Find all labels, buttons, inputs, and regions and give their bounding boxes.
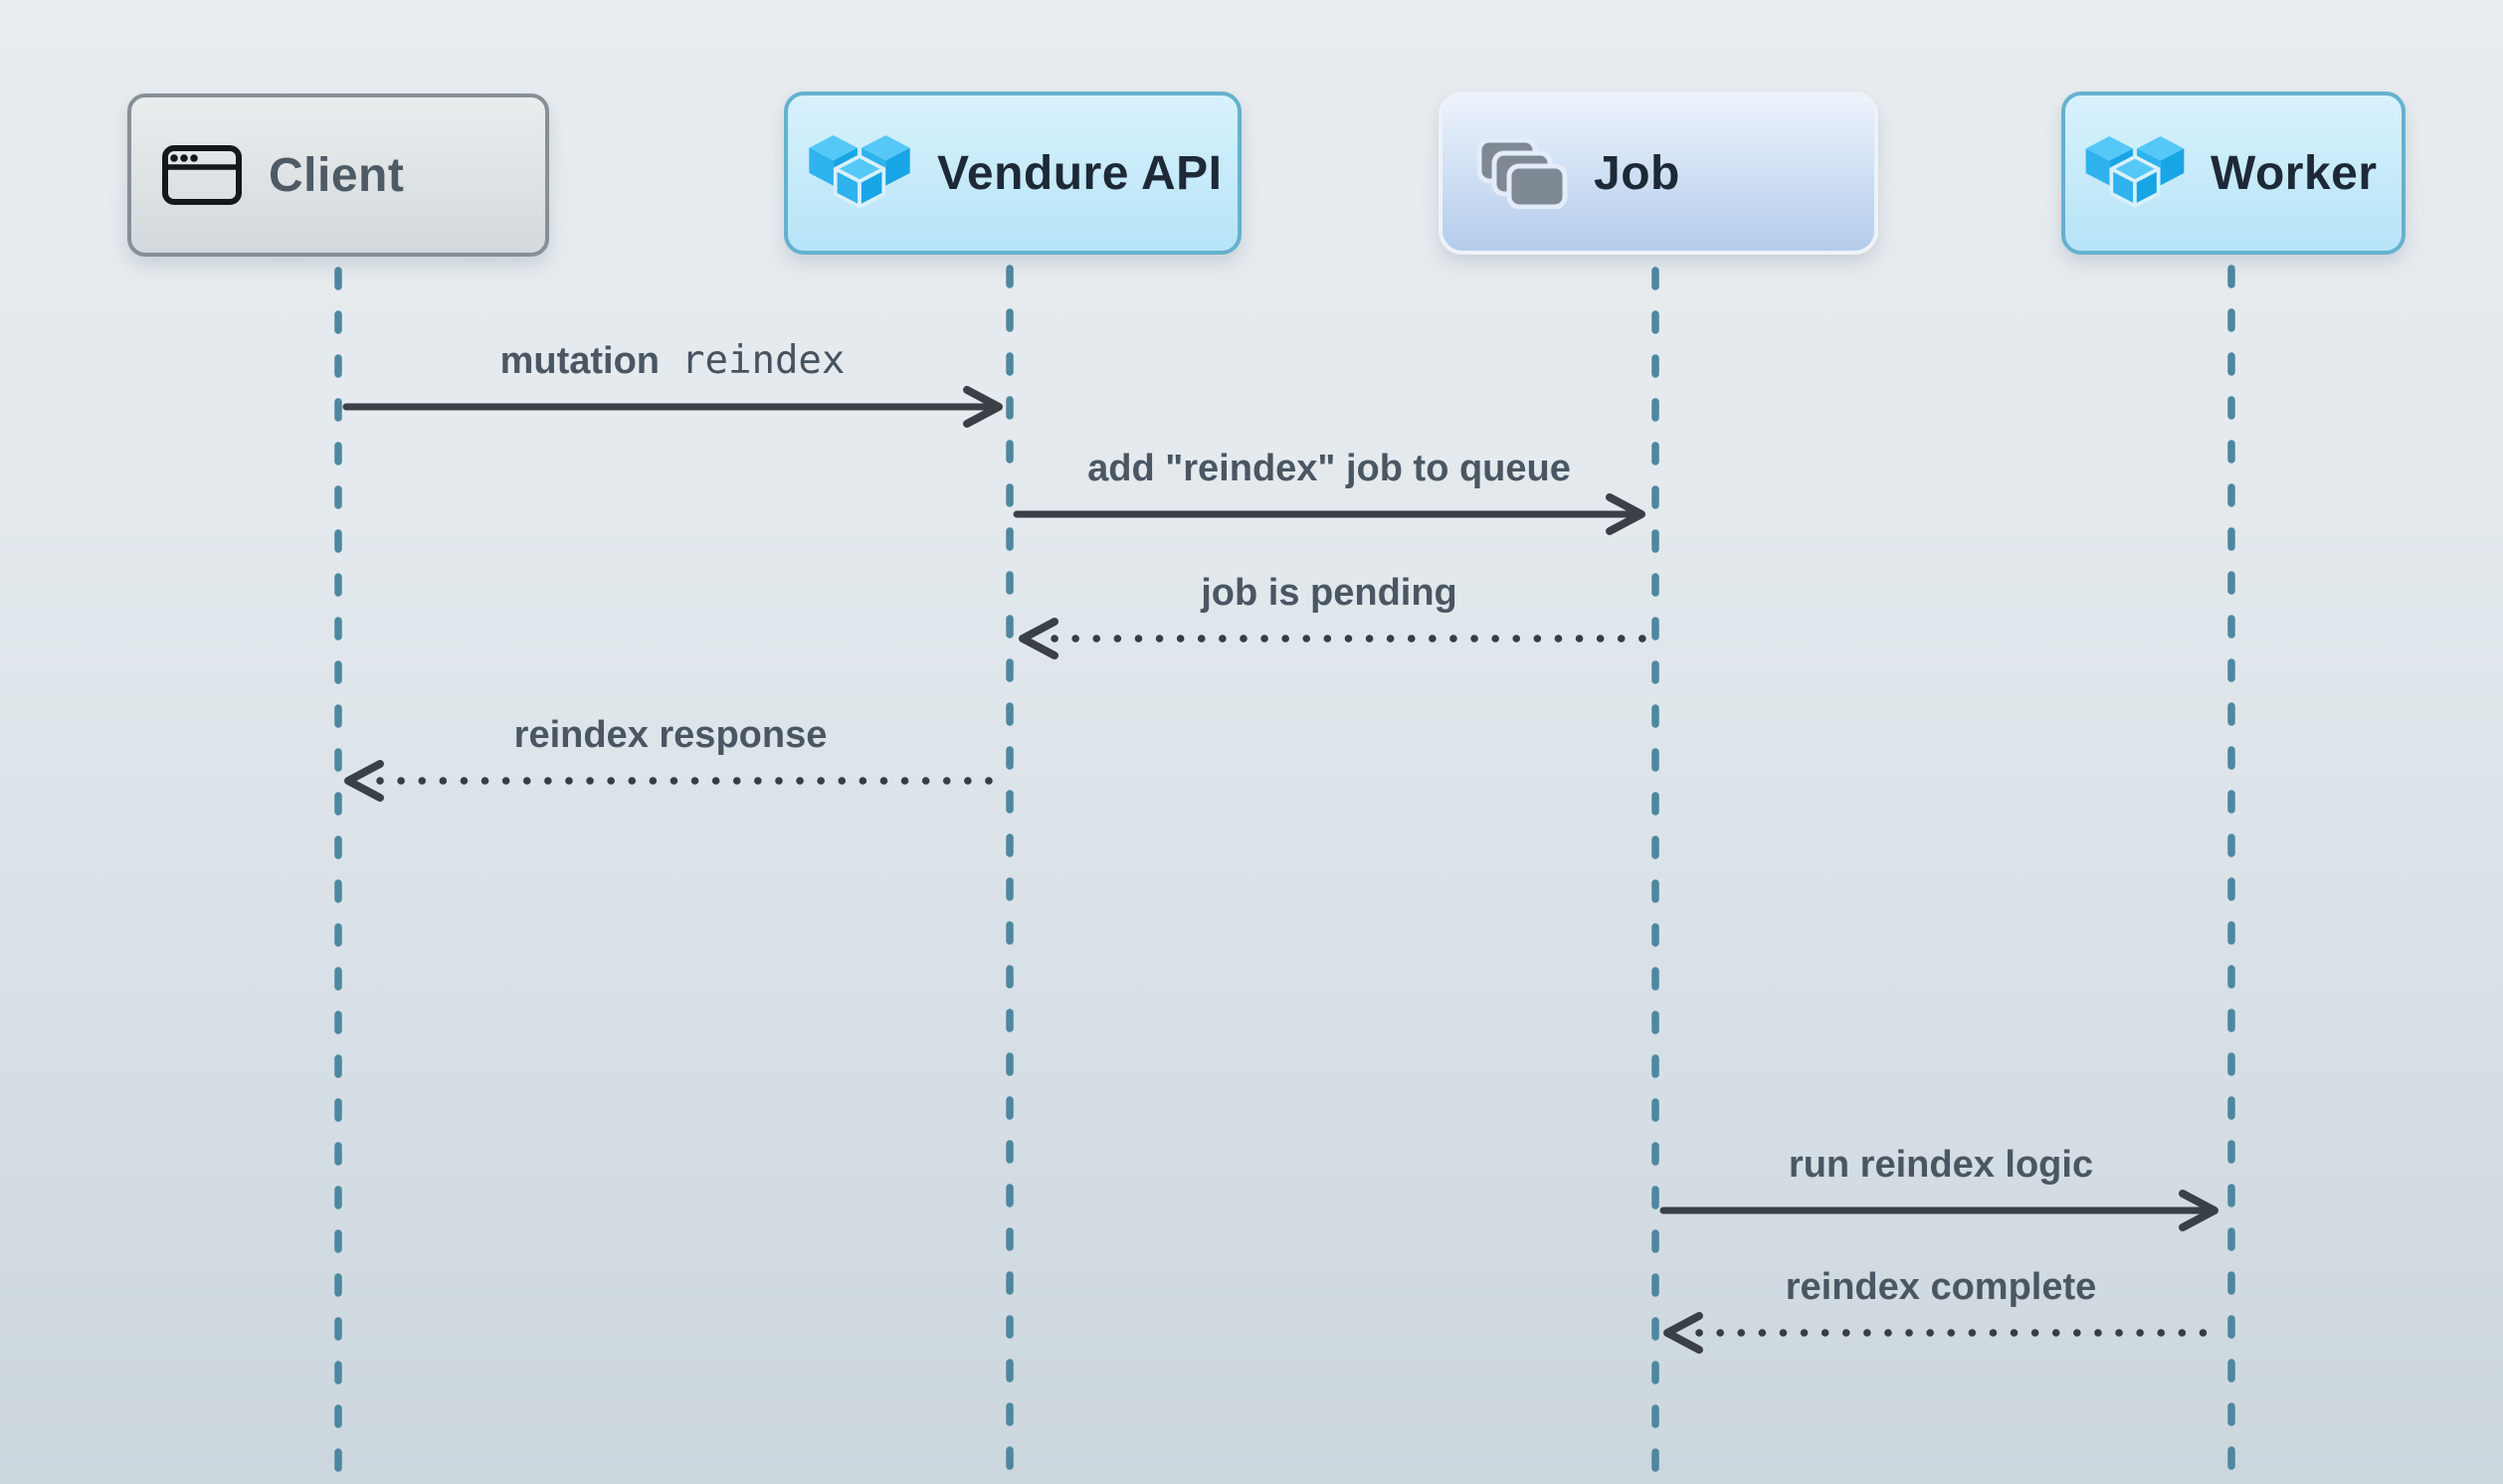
message-3-text: job is pending (1201, 572, 1457, 614)
actor-job-label: Job (1594, 146, 1680, 200)
vendure-logo-icon (809, 135, 910, 209)
actor-worker-label: Worker (2211, 146, 2378, 200)
message-arrow-run-reindex-logic (1659, 1190, 2218, 1231)
message-3-label: job is pending (1201, 571, 1457, 615)
message-arrow-reindex-response (344, 760, 1004, 802)
message-6-label: reindex complete (1786, 1265, 2097, 1309)
message-4-text: reindex response (513, 714, 828, 756)
vendure-logo-icon (2085, 136, 2185, 208)
message-arrow-mutation-reindex (342, 386, 1003, 428)
message-2-text: add "reindex" job to queue (1087, 448, 1571, 489)
stacked-cards-icon (1476, 137, 1568, 209)
browser-window-icon (162, 145, 242, 205)
actor-worker: Worker (2061, 92, 2406, 255)
actor-client: Client (127, 93, 549, 257)
message-1-code-text: reindex (681, 338, 846, 383)
message-5-label: run reindex logic (1789, 1143, 2093, 1187)
actor-client-label: Client (269, 148, 405, 202)
actor-job: Job (1439, 92, 1878, 255)
message-1-text: mutation (499, 340, 661, 382)
message-arrow-reindex-complete (1663, 1312, 2222, 1354)
message-arrow-job-is-pending (1019, 618, 1647, 659)
message-5-text: run reindex logic (1788, 1144, 2094, 1186)
actor-vendure-api: Vendure API (784, 92, 1242, 255)
message-2-label: add "reindex" job to queue (1087, 447, 1571, 490)
cube-center (833, 154, 886, 209)
actor-vendure-api-label: Vendure API (937, 146, 1223, 200)
cube-center (2109, 154, 2161, 208)
message-arrow-add-job-to-queue (1013, 493, 1645, 535)
message-4-label: reindex response (514, 713, 828, 757)
message-6-text: reindex complete (1785, 1266, 2097, 1308)
message-1-label: mutation reindex (500, 339, 846, 383)
